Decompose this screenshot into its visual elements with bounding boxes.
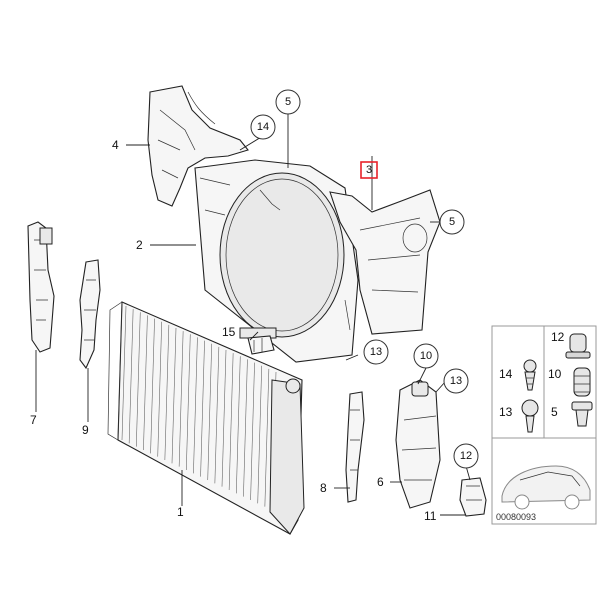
seal-strip-part <box>345 391 365 503</box>
radiator-fin <box>257 365 263 504</box>
diagram-code: 00080093 <box>496 512 536 522</box>
callout-1: 1 <box>177 505 184 519</box>
callout-7: 7 <box>30 413 37 427</box>
radiator-fin <box>264 368 270 507</box>
clip-part <box>247 335 275 355</box>
rubber-grommet-icon <box>573 367 591 397</box>
clip-fastener-icon <box>523 359 537 391</box>
radiator-fin <box>193 337 198 474</box>
legend-label-13: 13 <box>499 405 513 419</box>
callout-8: 8 <box>320 481 327 495</box>
svg-text:3: 3 <box>366 164 372 176</box>
legend-label-12: 12 <box>551 330 565 344</box>
radiator-fin <box>200 340 205 477</box>
radiator-fin <box>178 331 184 467</box>
air-duct-right-part <box>329 189 441 335</box>
legend-label-14: 14 <box>499 367 513 381</box>
svg-text:13: 13 <box>370 346 382 358</box>
radiator-fin <box>143 315 148 451</box>
callout-13-tank: 13 <box>443 368 469 394</box>
radiator-fin <box>221 349 227 487</box>
radiator-fin <box>235 356 241 494</box>
radiator-fin <box>135 312 141 447</box>
radiator-fin <box>207 343 213 481</box>
svg-text:10: 10 <box>420 350 432 362</box>
callout-2: 2 <box>136 238 143 252</box>
callout-5-right: 5 <box>439 209 465 235</box>
radiator-fin <box>171 327 177 464</box>
radiator-fin <box>164 324 170 461</box>
radiator-fin <box>128 309 134 444</box>
svg-text:13: 13 <box>450 375 462 387</box>
svg-text:5: 5 <box>449 216 455 228</box>
legend-label-5: 5 <box>551 405 558 419</box>
radiator-fin <box>185 334 191 471</box>
plastic-nut-icon <box>521 399 539 433</box>
fan-shroud-part <box>194 159 359 363</box>
radiator-fin <box>250 362 255 501</box>
callout-5-top: 5 <box>275 89 301 115</box>
support-part <box>459 477 487 517</box>
radiator-part <box>107 301 305 535</box>
svg-text:14: 14 <box>257 121 269 133</box>
radiator-fin <box>157 321 163 457</box>
radiator-fin <box>121 305 127 441</box>
radiator-fin <box>228 353 234 491</box>
callout-3-highlighted: 3 <box>360 161 378 179</box>
expansion-tank-part <box>395 379 441 509</box>
legend-label-10: 10 <box>548 367 562 381</box>
bracket-left-part <box>27 221 55 353</box>
bracket-vertical-part <box>79 259 101 370</box>
callout-10: 10 <box>413 343 439 369</box>
callout-11: 11 <box>424 509 437 523</box>
callout-6: 6 <box>377 475 384 489</box>
radiator-fin <box>243 359 248 497</box>
radiator-fin <box>150 318 155 454</box>
callout-9: 9 <box>82 423 89 437</box>
legend-panel: 12 14 10 13 5 <box>491 325 597 525</box>
callout-15: 15 <box>222 325 236 339</box>
callout-14: 14 <box>250 114 276 140</box>
air-duct-left-part <box>147 85 249 207</box>
callout-13-shroud: 13 <box>363 339 389 365</box>
expanding-rivet-icon <box>571 401 593 427</box>
bump-stop-icon <box>565 333 591 359</box>
svg-text:5: 5 <box>285 96 291 108</box>
svg-text:12: 12 <box>460 450 472 462</box>
callouts: 4 2 5 14 3 5 15 13 10 13 12 7 9 1 8 6 11 <box>30 89 479 523</box>
radiator-fin <box>214 346 220 484</box>
callout-4: 4 <box>112 138 119 152</box>
leader-lines <box>35 114 471 516</box>
car-silhouette-icon <box>501 465 591 510</box>
callout-12: 12 <box>453 443 479 469</box>
